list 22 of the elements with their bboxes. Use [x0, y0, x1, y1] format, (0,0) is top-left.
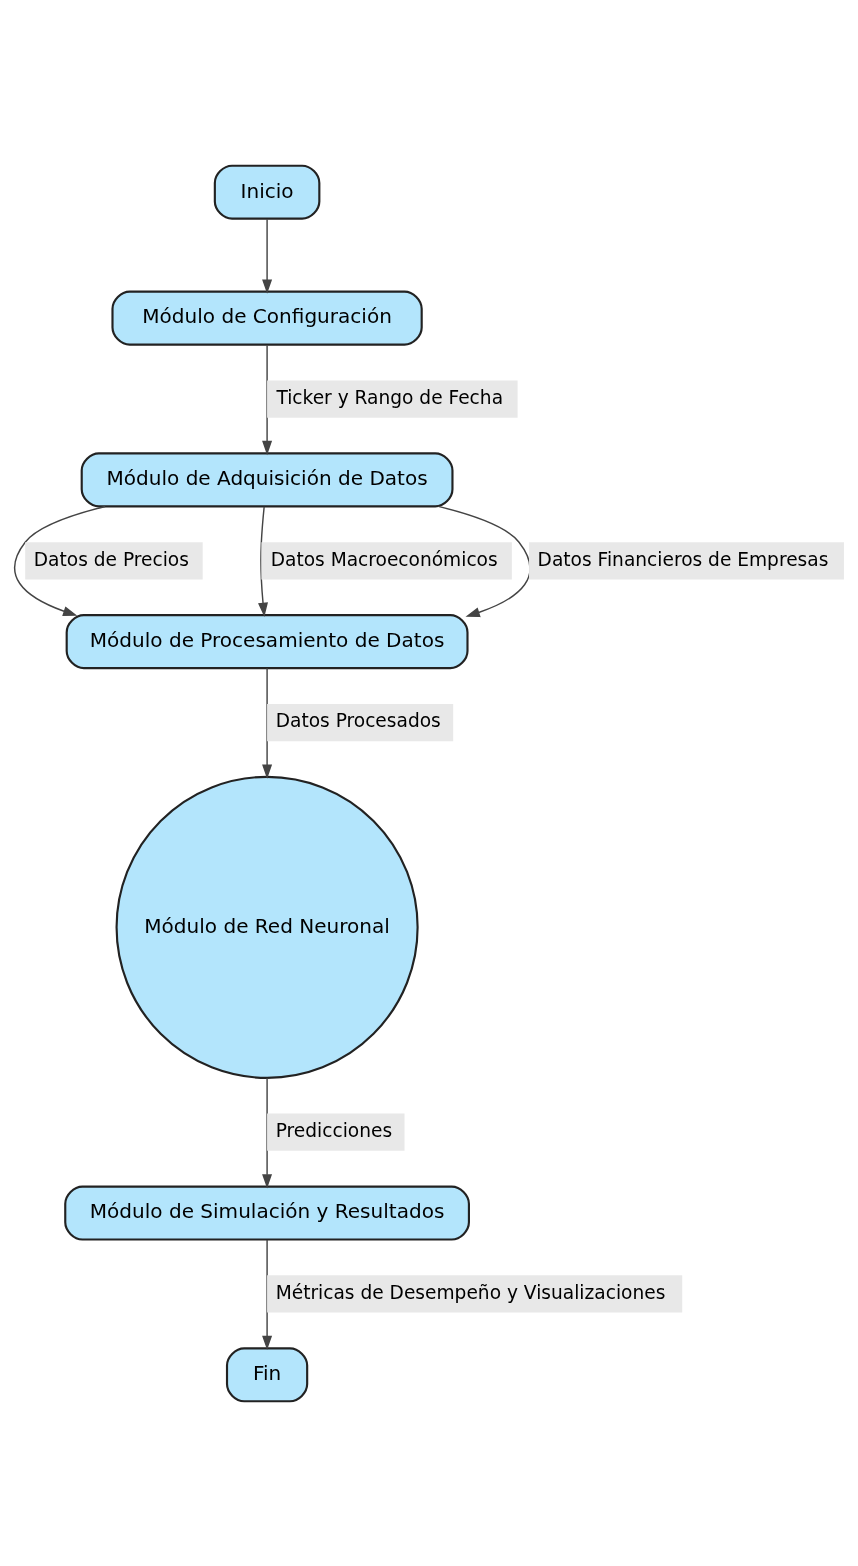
edge-label: Datos Procesados [275, 709, 441, 731]
node-circle: Módulo de Red Neuronal [115, 775, 419, 1079]
node-box: Módulo de Procesamiento de Datos [65, 613, 469, 669]
node-box: Inicio [213, 164, 321, 220]
node-box: Fin [225, 1346, 309, 1402]
edge-label: Datos de Precios [33, 548, 189, 570]
arrow [437, 505, 531, 617]
node-box: Módulo de Configuración [111, 290, 423, 346]
arrow [262, 343, 273, 455]
node-box: Módulo de Adquisición de Datos [80, 451, 454, 507]
arrow [262, 1076, 273, 1188]
arrow [262, 217, 273, 294]
edge-label: Predicciones [275, 1119, 393, 1141]
arrow [262, 1238, 273, 1350]
edge-label: Datos Macroeconómicos [270, 548, 498, 570]
arrow [262, 667, 273, 779]
edge-label: Ticker y Rango de Fecha [276, 386, 504, 408]
arrow [258, 505, 268, 617]
edge-label: Métricas de Desempeño y Visualizaciones [275, 1281, 666, 1303]
arrow [14, 505, 106, 616]
node-box: Módulo de Simulación y Resultados [64, 1185, 470, 1241]
edge-label: Datos Financieros de Empresas [537, 548, 829, 570]
